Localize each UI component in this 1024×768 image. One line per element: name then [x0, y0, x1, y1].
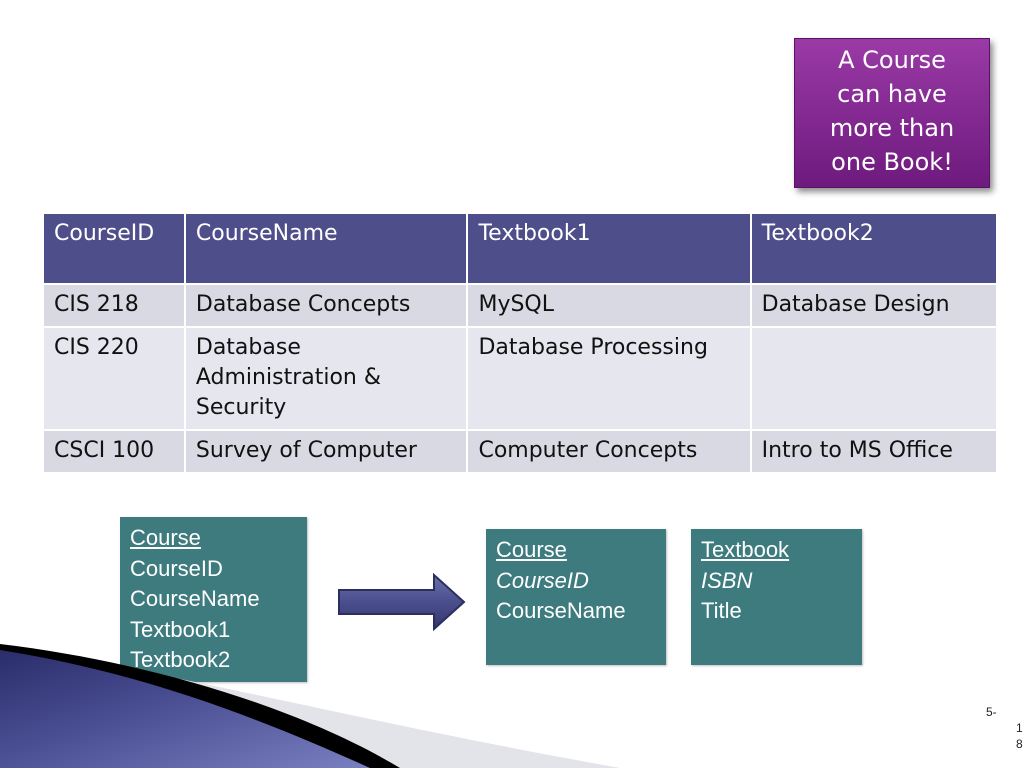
entity-attribute: Textbook2: [130, 647, 231, 672]
callout-line: one Book!: [831, 148, 953, 176]
table-cell: Database Administration & Security: [183, 326, 469, 431]
entity-attribute: Title: [701, 598, 742, 623]
table-cell: Database Processing: [466, 326, 752, 431]
entity-course-unnormalized: Course CourseID CourseName Textbook1 Tex…: [120, 517, 307, 682]
column-header-textbook2: Textbook2: [749, 212, 999, 285]
entity-name: Textbook: [701, 537, 790, 562]
entity-key: CourseID: [496, 567, 589, 593]
slide-number-line: 5-: [986, 705, 997, 719]
entity-name: Course: [130, 525, 201, 550]
entity-course: Course CourseID CourseName: [486, 529, 666, 665]
table-cell: Survey of Computer: [183, 429, 469, 474]
slide-number-line: 1: [1016, 721, 1023, 735]
table-cell: CIS 220: [42, 326, 186, 431]
table-cell: [749, 326, 999, 431]
transform-arrow-icon: [338, 572, 466, 632]
table-cell: Computer Concepts: [466, 429, 752, 474]
callout-box: A Course can have more than one Book!: [794, 38, 990, 188]
table-cell: Database Concepts: [183, 283, 469, 328]
slide-number-line: 8: [1016, 737, 1023, 751]
callout-line: more than: [829, 114, 955, 142]
column-header-textbook1: Textbook1: [466, 212, 752, 285]
table-cell: MySQL: [466, 283, 752, 328]
entity-attribute: CourseName: [496, 598, 626, 623]
column-header-courseid: CourseID: [42, 212, 186, 285]
table-row: CIS 218 Database Concepts MySQL Database…: [42, 283, 999, 328]
callout-line: can have: [837, 80, 947, 108]
table-header-row: CourseID CourseName Textbook1 Textbook2: [42, 212, 999, 285]
entity-attribute: CourseName: [130, 586, 260, 611]
callout-line: A Course: [838, 46, 946, 74]
table-cell: CSCI 100: [42, 429, 186, 474]
course-table: CourseID CourseName Textbook1 Textbook2 …: [42, 212, 999, 474]
table-cell: Intro to MS Office: [749, 429, 999, 474]
table-row: CSCI 100 Survey of Computer Computer Con…: [42, 429, 999, 474]
table-row: CIS 220 Database Administration & Securi…: [42, 326, 999, 431]
table-cell: CIS 218: [42, 283, 186, 328]
table-cell: Database Design: [749, 283, 999, 328]
decorative-swoosh: [0, 644, 620, 768]
slide-number: 5- 1 8: [986, 704, 1024, 752]
entity-textbook: Textbook ISBN Title: [691, 529, 862, 665]
entity-attribute: CourseID: [130, 555, 223, 581]
column-header-coursename: CourseName: [183, 212, 469, 285]
entity-name: Course: [496, 537, 567, 562]
entity-key: ISBN: [701, 567, 753, 593]
entity-attribute: Textbook1: [130, 616, 231, 642]
